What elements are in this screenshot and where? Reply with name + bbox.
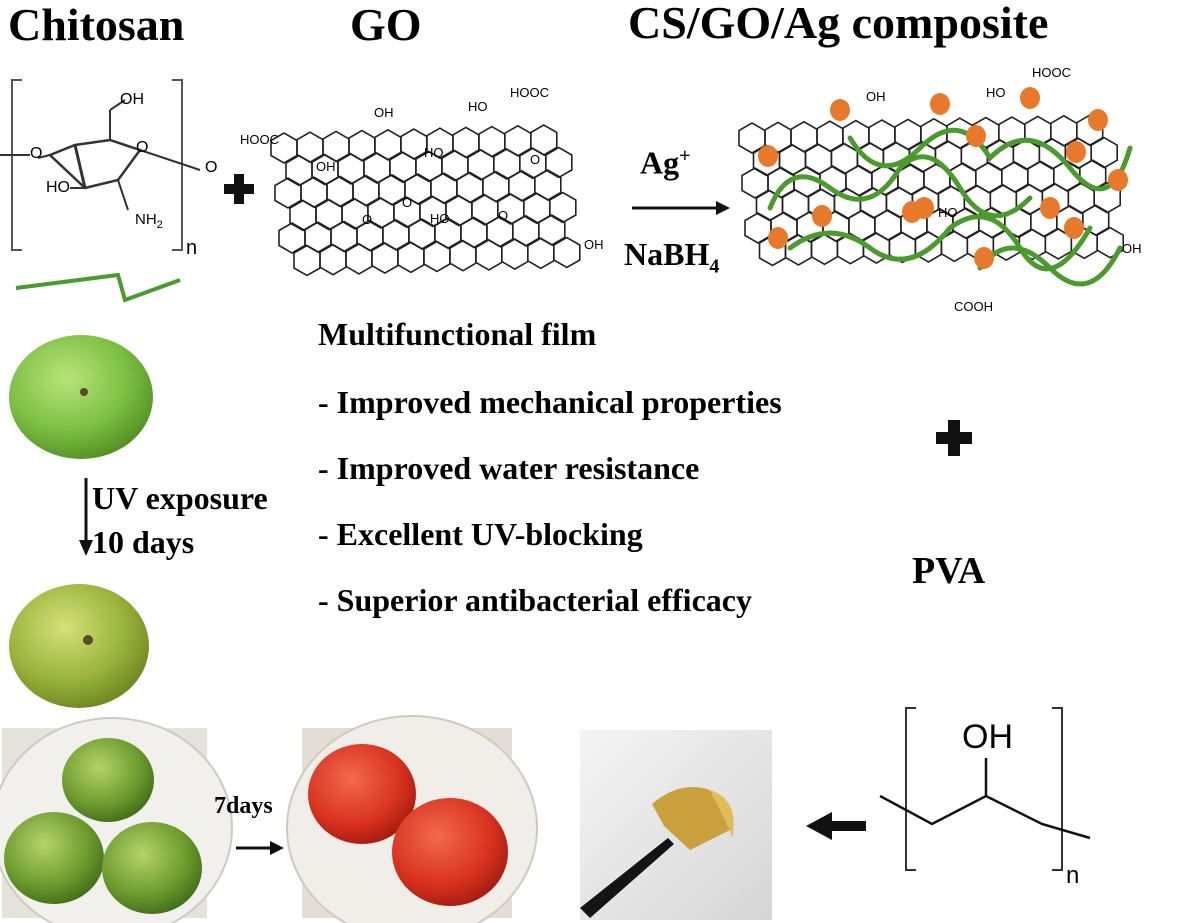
go-oh-bottom: OH xyxy=(584,237,604,252)
go-oh-b: OH xyxy=(316,159,336,174)
silver-nanoparticle xyxy=(768,227,788,249)
reagent-nabh4-main: NaBH xyxy=(624,236,710,272)
apple-after-uv xyxy=(9,584,149,708)
chitosan-chain xyxy=(977,245,1123,287)
silver-nanoparticle xyxy=(914,197,934,219)
uv-down-arrow xyxy=(79,478,93,556)
chitosan-oh: OH xyxy=(120,91,144,108)
go-title: GO xyxy=(350,0,422,50)
chitosan-structure xyxy=(0,79,201,303)
reagent-ag-sup: + xyxy=(679,145,691,167)
plus-icon-1 xyxy=(224,174,254,204)
graphene-oxide-structure xyxy=(270,124,581,277)
go-oh-a: OH xyxy=(374,105,394,120)
lattice-hexagon xyxy=(423,240,451,273)
go-ho-a: HO xyxy=(468,99,488,114)
lattice-hexagon xyxy=(527,237,555,270)
silver-nanoparticle xyxy=(1088,109,1108,131)
composite-hooc-top: HOOC xyxy=(1032,65,1071,80)
apple-before-uv xyxy=(9,335,153,459)
chitosan-nh2-sub: 2 xyxy=(156,219,163,231)
film-property-1: - Improved mechanical properties xyxy=(318,384,782,420)
photo-film-sample xyxy=(580,730,772,920)
silver-nanoparticle xyxy=(830,99,850,121)
go-hooc-left: HOOC xyxy=(240,132,279,147)
go-o-3: O xyxy=(362,212,373,227)
pva-to-film-arrow xyxy=(806,812,866,840)
go-o-1: O xyxy=(530,152,541,167)
pva-n: n xyxy=(1066,862,1080,889)
lattice-hexagon xyxy=(397,241,425,274)
reagent-nabh4: NaBH4 xyxy=(624,238,719,276)
go-ho-b: HO xyxy=(424,145,444,160)
chitosan-o-right: O xyxy=(205,159,218,176)
storage-days-label: 7days xyxy=(214,793,273,819)
plus-icon-2 xyxy=(936,420,972,456)
chitosan-o-ring: O xyxy=(136,139,149,156)
pva-label: PVA xyxy=(912,550,986,592)
lattice-hexagon xyxy=(549,191,577,224)
composite-structure xyxy=(738,87,1133,287)
reagent-nabh4-sub: 4 xyxy=(709,255,720,278)
go-o-4: O xyxy=(498,208,509,223)
composite-ho-top: HO xyxy=(986,85,1006,100)
composite-oh-top: OH xyxy=(866,89,886,104)
film-property-4: - Superior antibacterial efficacy xyxy=(318,582,752,618)
chitosan-chain xyxy=(847,127,1133,192)
lattice-hexagon xyxy=(1090,136,1118,169)
chitosan-chain xyxy=(767,154,1033,219)
pva-structure xyxy=(879,707,1091,871)
chitosan-nh2-main: NH xyxy=(135,211,157,228)
chitosan-o-left: O xyxy=(30,145,43,162)
go-o-2: O xyxy=(402,195,413,210)
lattice-hexagon xyxy=(810,233,839,266)
composite-ho-mid: HO xyxy=(938,205,958,220)
lattice-hexagon xyxy=(545,146,573,179)
lattice-hexagon xyxy=(449,239,477,272)
composite-oh-right: OH xyxy=(1122,241,1142,256)
reaction-arrow xyxy=(632,201,730,215)
silver-nanoparticle xyxy=(812,205,832,227)
go-ho-c: HO xyxy=(430,211,450,226)
uv-exposure-label: UV exposure xyxy=(92,480,268,516)
lattice-hexagon xyxy=(475,238,503,271)
film-heading: Multifunctional film xyxy=(318,316,597,352)
chitosan-n: n xyxy=(186,237,198,259)
silver-nanoparticle xyxy=(1108,169,1128,191)
chitosan-nh2: NH2 xyxy=(135,212,163,231)
silver-nanoparticle xyxy=(930,93,950,115)
photo-red-tomatoes xyxy=(286,715,538,923)
silver-nanoparticle xyxy=(758,145,778,167)
silver-nanoparticle xyxy=(974,247,994,269)
pva-oh: OH xyxy=(962,718,1013,756)
lattice-hexagon xyxy=(501,238,529,271)
film-property-3: - Excellent UV-blocking xyxy=(318,516,643,552)
reagent-ag: Ag+ xyxy=(640,146,691,179)
reagent-ag-main: Ag xyxy=(640,144,680,181)
photo-green-tomatoes xyxy=(0,717,233,923)
silver-nanoparticle xyxy=(1066,141,1086,163)
chitosan-chain xyxy=(787,214,1093,272)
lattice-hexagon xyxy=(1096,226,1124,259)
go-hooc-top: HOOC xyxy=(510,85,549,100)
lattice-hexagon xyxy=(293,244,321,277)
lattice-hexagon xyxy=(553,236,581,269)
uv-days-label: 10 days xyxy=(92,524,195,560)
composite-title: CS/GO/Ag composite xyxy=(628,0,1049,48)
silver-nanoparticle xyxy=(1064,217,1084,239)
lattice-hexagon xyxy=(371,242,399,275)
silver-nanoparticle xyxy=(1020,87,1040,109)
chitosan-ho: HO xyxy=(46,179,70,196)
lattice-hexagon xyxy=(319,243,347,276)
film-property-2: - Improved water resistance xyxy=(318,450,700,486)
storage-arrow xyxy=(236,841,284,855)
chitosan-title: Chitosan xyxy=(8,0,185,50)
silver-nanoparticle xyxy=(966,125,986,147)
silver-nanoparticle xyxy=(1040,197,1060,219)
composite-cooh-bottom: COOH xyxy=(954,299,993,314)
lattice-hexagon xyxy=(345,242,373,275)
